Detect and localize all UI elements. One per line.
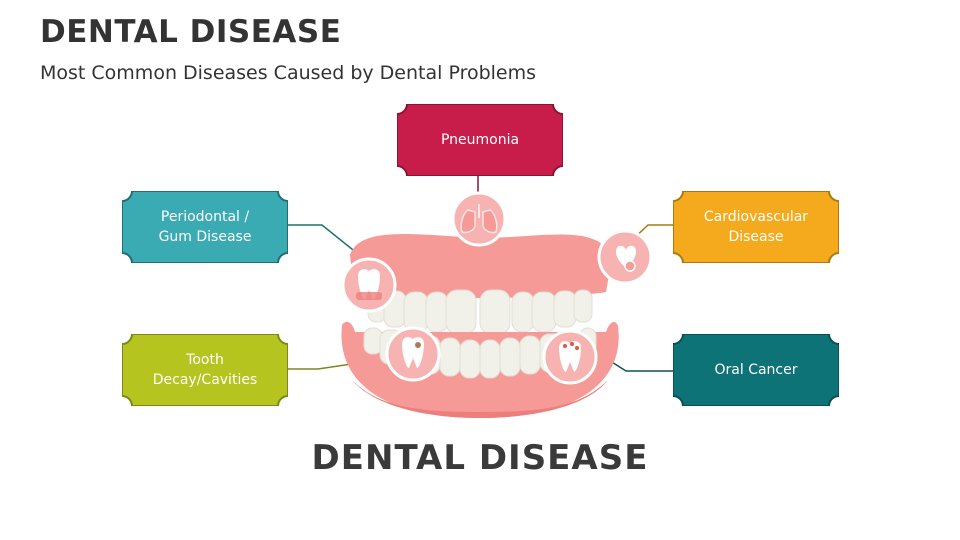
upper-gum — [350, 233, 612, 298]
gum-tooth-icon — [341, 257, 397, 313]
box-periodontal: Periodontal / Gum Disease — [122, 191, 288, 263]
upper-teeth — [367, 289, 593, 335]
page-title: DENTAL DISEASE — [40, 14, 342, 50]
box-label-cardiovascular: Cardiovascular Disease — [703, 209, 809, 245]
diagram-title: DENTAL DISEASE — [311, 438, 649, 478]
box-tooth-decay: Tooth Decay/Cavities — [122, 334, 288, 406]
decayed-tooth-icon — [385, 326, 441, 382]
cancer-tooth-icon — [542, 329, 598, 385]
box-pneumonia: Pneumonia — [397, 104, 563, 176]
page-subtitle: Most Common Diseases Caused by Dental Pr… — [40, 62, 537, 84]
box-cardiovascular: Cardiovascular Disease — [673, 191, 839, 263]
box-label-tooth-decay: Tooth Decay/Cavities — [152, 352, 258, 388]
box-label-pneumonia: Pneumonia — [440, 132, 520, 148]
box-oral-cancer: Oral Cancer — [673, 334, 839, 406]
heart-icon — [597, 229, 653, 285]
lungs-icon — [451, 191, 507, 247]
box-label-periodontal: Periodontal / Gum Disease — [158, 209, 252, 245]
box-label-oral-cancer: Oral Cancer — [714, 362, 798, 378]
